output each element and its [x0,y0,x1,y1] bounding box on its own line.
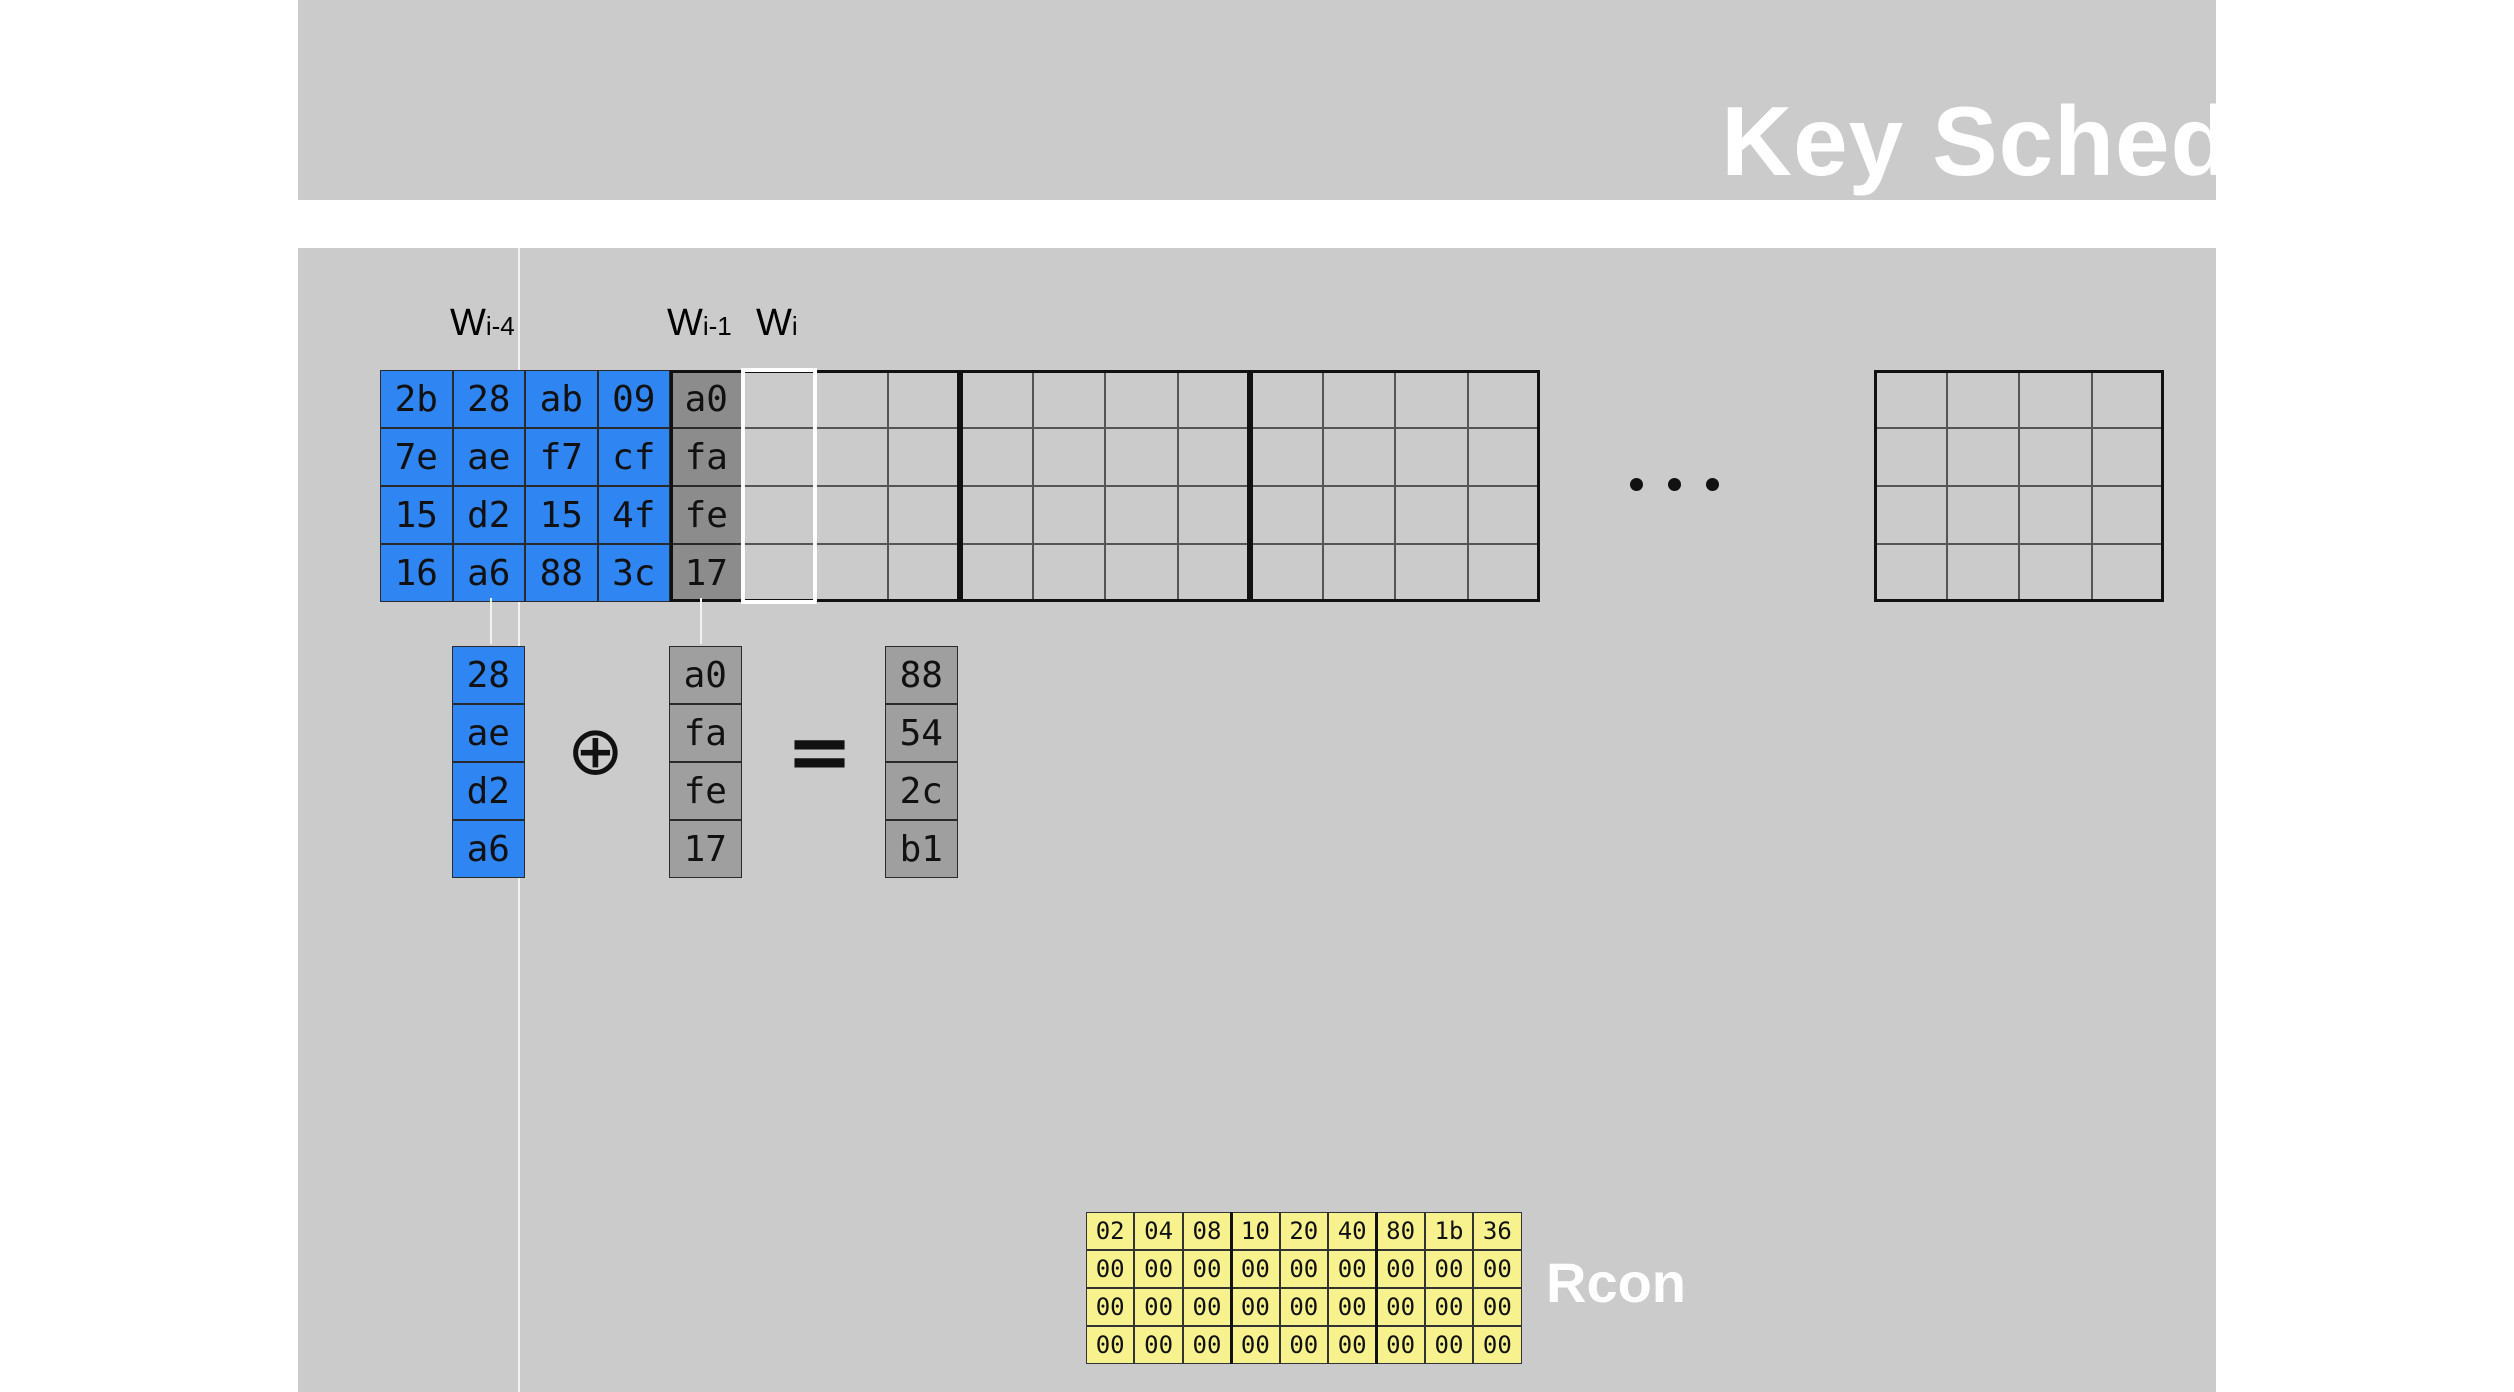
key-byte-cell: 28 [452,370,525,428]
round-key-block [1874,370,2164,602]
ellipsis [1630,478,1720,498]
key-byte-cell: cf [597,428,670,486]
operand-b-cell: fe [669,762,742,820]
rcon-cell: 00 [1231,1326,1280,1364]
rcon-cell: 00 [1473,1326,1522,1364]
empty-word-cell [1105,486,1178,544]
key-byte-cell: ab [525,370,598,428]
key-byte-cell: 15 [380,486,453,544]
key-byte-cell: 3c [597,544,670,602]
rcon-cell: 00 [1279,1250,1328,1288]
key-byte-cell: 09 [597,370,670,428]
rcon-cell: 00 [1182,1288,1232,1326]
empty-word-cell [1946,486,2019,544]
rcon-cell: 00 [1376,1250,1425,1288]
slide-title: Key Schedule [1721,86,2376,196]
rcon-cell: 04 [1134,1212,1183,1250]
rcon-cell: 20 [1279,1212,1328,1250]
operand-b-cell: a0 [669,646,742,704]
rcon-cell: 00 [1424,1326,1474,1364]
rcon-cell: 00 [1473,1288,1522,1326]
rcon-cell: 02 [1086,1212,1135,1250]
rcon-group-separator [1375,1212,1379,1364]
empty-word-cell [1105,428,1178,486]
key-byte-cell: 16 [380,544,453,602]
empty-word-cell [1322,428,1395,486]
rcon-cell: 00 [1376,1288,1425,1326]
operand-a-cell: d2 [452,762,525,820]
empty-word-cell [1322,486,1395,544]
round-key-block [960,370,1250,602]
w-prev-cell: fe [670,486,743,544]
result-cell: 54 [885,704,958,762]
w-prev-cell: a0 [670,370,743,428]
rcon-cell: 80 [1376,1212,1425,1250]
rcon-cell: 00 [1473,1250,1522,1288]
operand-b-cell: fa [669,704,742,762]
operand-a-cell: ae [452,704,525,762]
result-cell: 2c [885,762,958,820]
rcon-cell: 08 [1182,1212,1232,1250]
rcon-cell: 00 [1182,1250,1232,1288]
operand-a-cell: 28 [452,646,525,704]
rcon-cell: 00 [1231,1250,1280,1288]
round-key-block [1250,370,1540,602]
w-prev-cell: 17 [670,544,743,602]
rcon-cell: 00 [1424,1250,1474,1288]
key-byte-cell: ae [452,428,525,486]
rcon-cell: 00 [1134,1288,1183,1326]
connector-line [490,598,492,644]
key-byte-cell: 88 [525,544,598,602]
label-w-i-4: Wi-4 [450,302,515,344]
w-i-highlight [740,368,817,604]
connector-line [700,598,702,644]
header-band [298,0,2216,200]
empty-word-cell [1395,486,1468,544]
rcon-cell: 00 [1424,1288,1474,1326]
rcon-cell: 40 [1328,1212,1377,1250]
key-byte-cell: a6 [452,544,525,602]
key-byte-cell: 4f [597,486,670,544]
empty-word-cell [1395,428,1468,486]
key-byte-cell: 2b [380,370,453,428]
rcon-cell: 00 [1231,1288,1280,1326]
xor-operator: ⊕ [567,712,624,791]
operand-b-cell: 17 [669,820,742,878]
empty-word-cell [1032,486,1105,544]
label-w-i: Wi [756,302,798,344]
empty-word-cell [1032,428,1105,486]
rcon-cell: 00 [1086,1288,1135,1326]
empty-word-cell [2019,486,2092,544]
rcon-cell: 00 [1279,1288,1328,1326]
empty-word-cell [2019,428,2092,486]
rcon-cell: 00 [1376,1326,1425,1364]
label-w-i-1: Wi-1 [667,302,732,344]
rcon-cell: 36 [1473,1212,1522,1250]
rcon-label: Rcon [1546,1251,1686,1314]
rcon-cell: 00 [1182,1326,1232,1364]
rcon-cell: 1b [1424,1212,1474,1250]
key-byte-cell: f7 [525,428,598,486]
empty-word-cell [1946,428,2019,486]
key-byte-cell: 7e [380,428,453,486]
rcon-cell: 00 [1279,1326,1328,1364]
result-cell: 88 [885,646,958,704]
rcon-cell: 00 [1086,1326,1135,1364]
rcon-cell: 00 [1134,1250,1183,1288]
key-byte-cell: d2 [452,486,525,544]
rcon-cell: 00 [1328,1288,1377,1326]
rcon-cell: 00 [1086,1250,1135,1288]
rcon-cell: 00 [1134,1326,1183,1364]
rcon-cell: 00 [1328,1250,1377,1288]
equals-sign: = [786,705,854,798]
rcon-cell: 10 [1231,1212,1280,1250]
rcon-group-separator [1230,1212,1234,1364]
rcon-cell: 00 [1328,1326,1377,1364]
key-byte-cell: 15 [525,486,598,544]
result-cell: b1 [885,820,958,878]
operand-a-cell: a6 [452,820,525,878]
w-prev-cell: fa [670,428,743,486]
